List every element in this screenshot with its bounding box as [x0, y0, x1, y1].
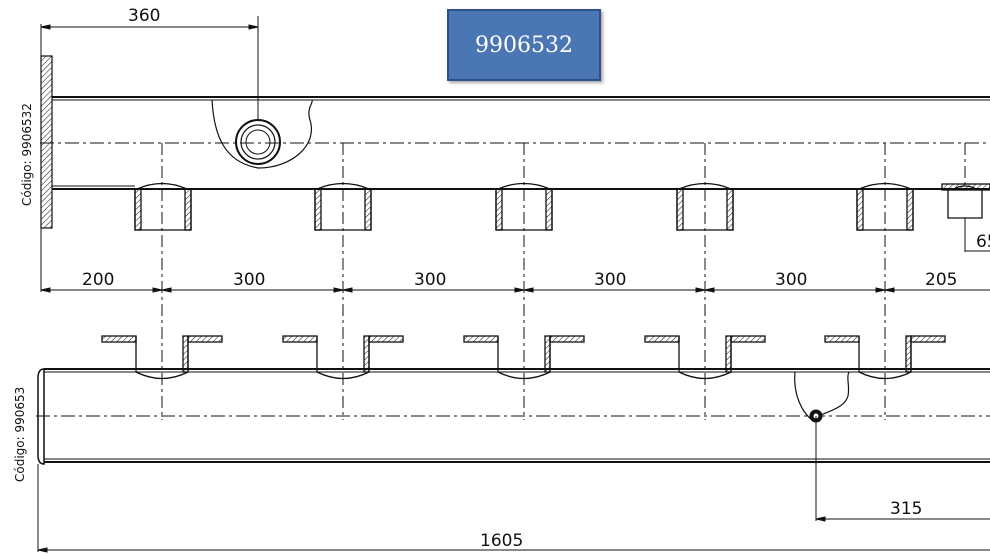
branch-centerlines: [161, 143, 966, 420]
bottom-flanged-stub: [282, 335, 404, 380]
spacing-dim-label: 205: [925, 270, 957, 290]
top-branch-stub: [134, 182, 192, 231]
dim-315-label: 315: [890, 499, 922, 519]
bottom-cutaway: [794, 371, 850, 421]
top-cutaway: [211, 99, 313, 169]
spacing-dimension-line: [40, 228, 990, 293]
code-tag-text: 9906532: [475, 32, 573, 58]
bottom-flanged-stub: [824, 335, 946, 380]
top-part: [40, 16, 990, 229]
bottom-part: [36, 368, 990, 521]
dimension-315: [815, 516, 990, 522]
top-small-stub: [941, 183, 990, 252]
code-tag-box: 9906532: [447, 9, 601, 81]
dimension-360: [40, 24, 259, 56]
top-branches: [134, 182, 990, 252]
top-left-flange: [40, 55, 53, 229]
dim-65-label: 65: [976, 232, 990, 252]
dimension-1605: [37, 464, 990, 553]
bottom-flanged-stub: [101, 335, 223, 380]
bottom-flanged-stub: [644, 335, 766, 380]
bottom-flanged-stub: [463, 335, 585, 380]
bottom-code-label: Código: 990653: [13, 387, 27, 482]
top-code-label: Código: 9906532: [20, 103, 34, 206]
spacing-dim-label: 300: [594, 270, 626, 290]
dim-1605-label: 1605: [480, 531, 523, 551]
spacing-dim-label: 300: [414, 270, 446, 290]
spacing-dim-label: 200: [82, 270, 114, 290]
dim-360-label: 360: [128, 6, 160, 26]
bottom-branches: [101, 335, 946, 380]
top-threaded-outlet: [235, 119, 281, 165]
bottom-left-end: [37, 368, 45, 465]
spacing-dim-label: 300: [775, 270, 807, 290]
spacing-dim-label: 300: [233, 270, 265, 290]
